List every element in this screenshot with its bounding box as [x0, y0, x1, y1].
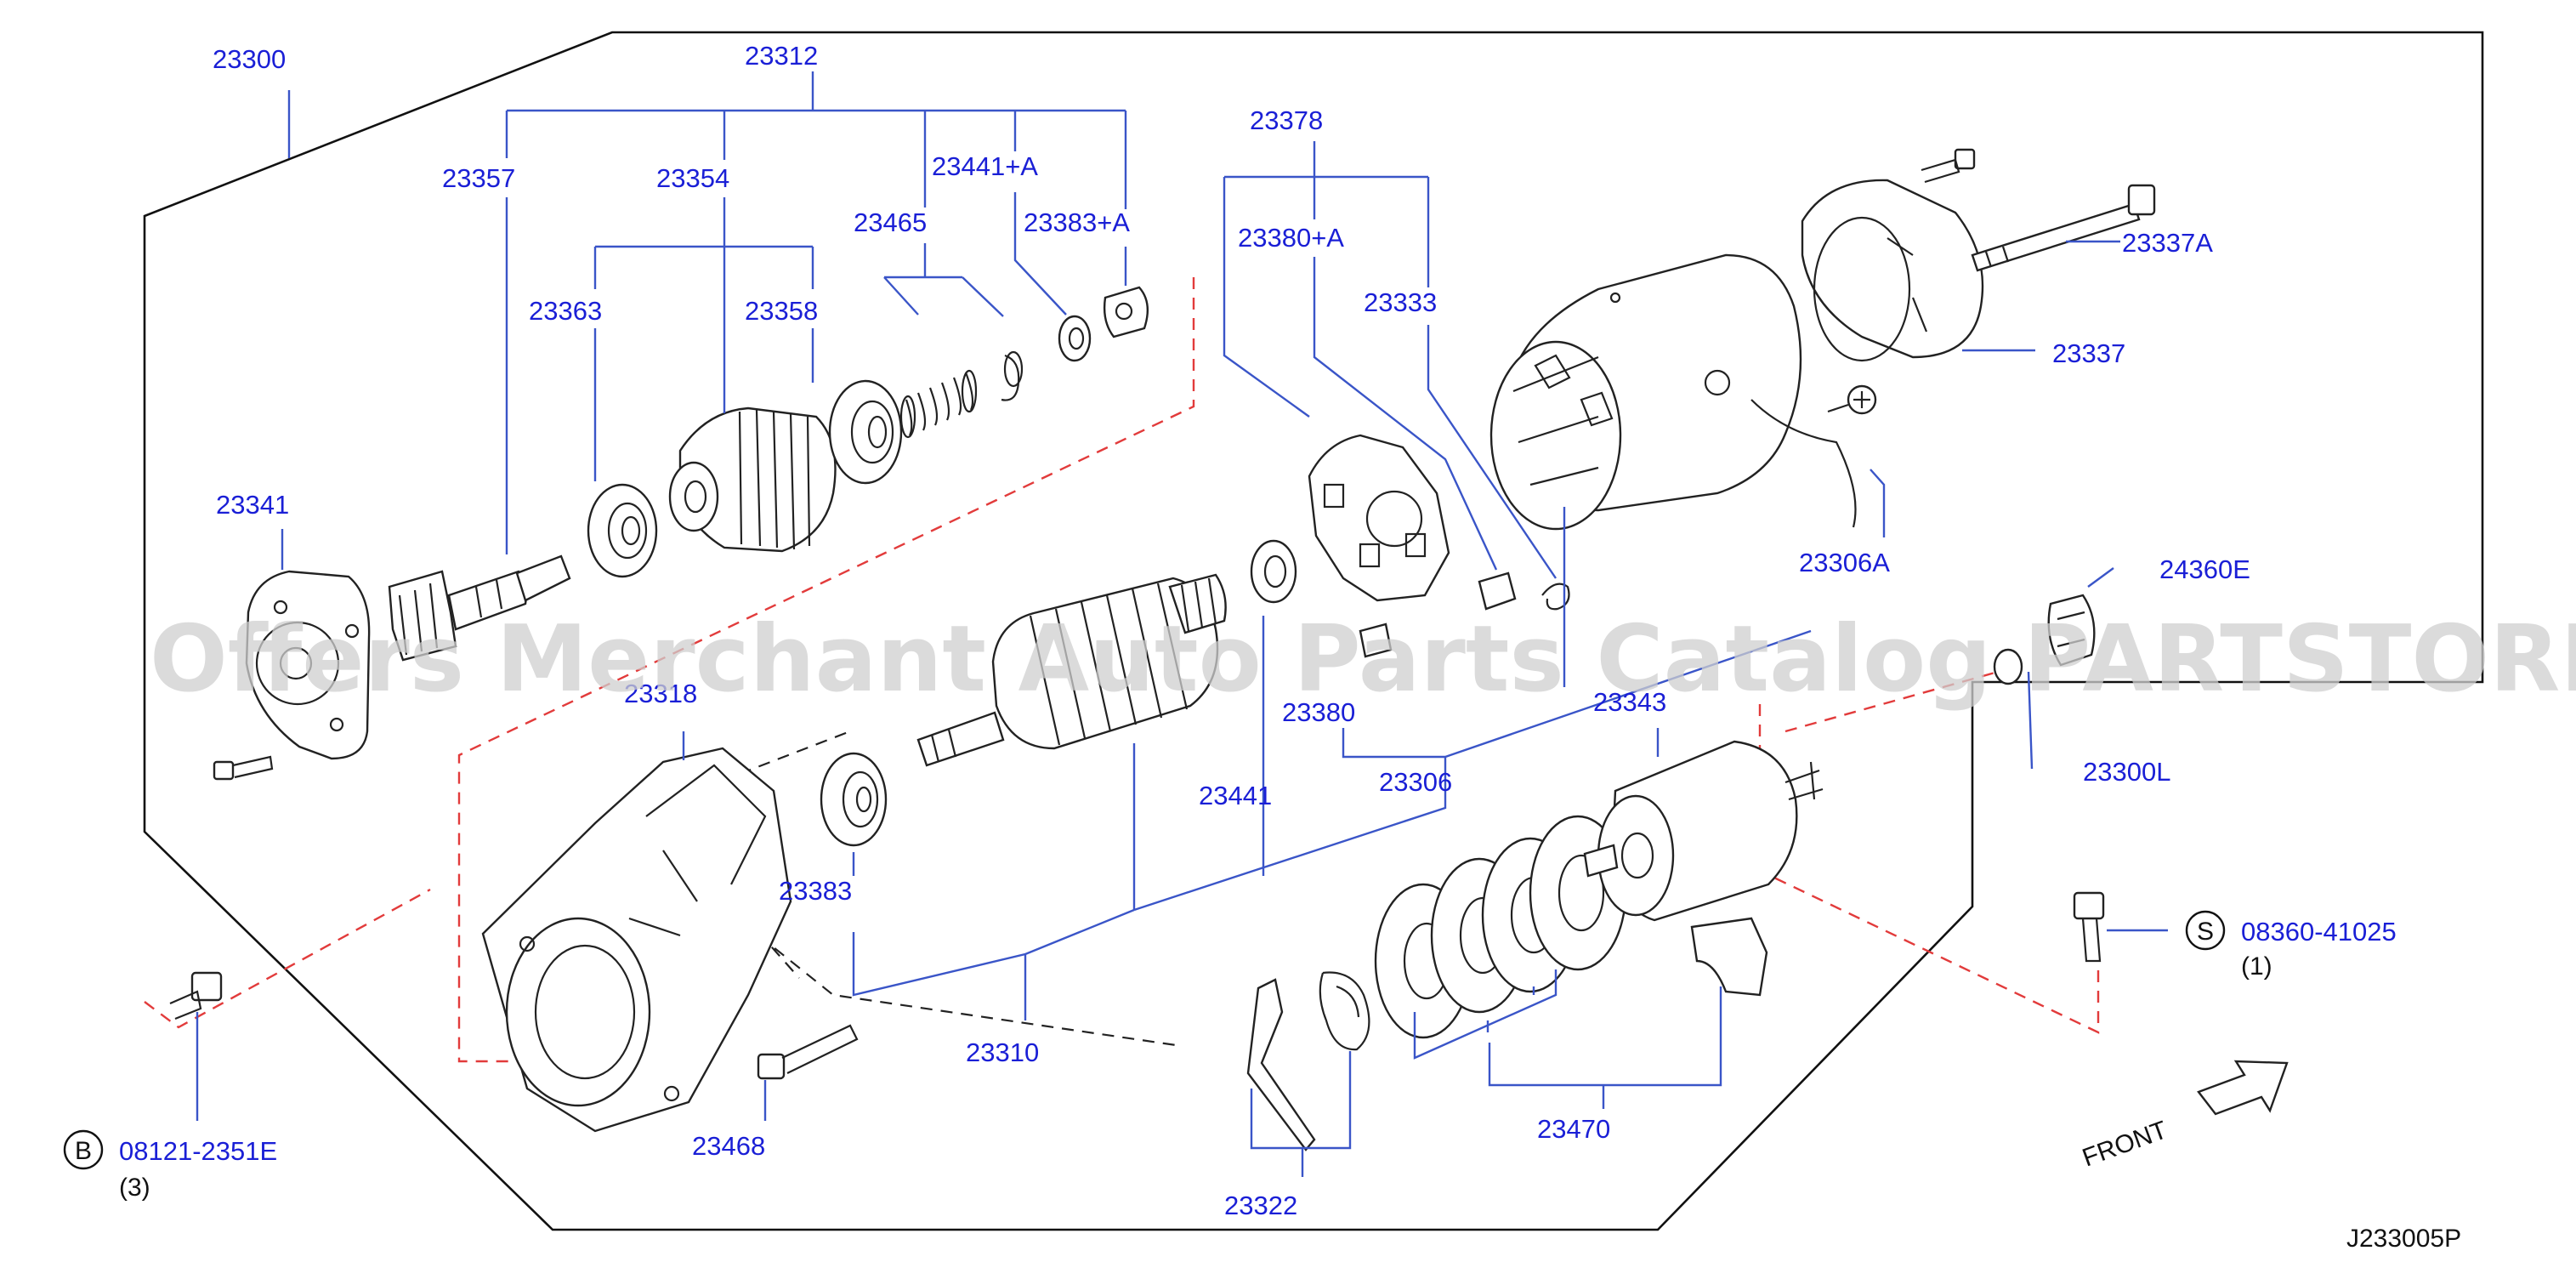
- leader-lines: [196, 71, 2168, 1177]
- front-arrow-icon: [2197, 1060, 2289, 1116]
- fastener-b-callout: B 08121-2351E (3): [63, 1129, 277, 1202]
- fastener-s-prefix: S: [2197, 918, 2214, 946]
- brush-23333: [1478, 571, 1570, 611]
- ring-23441a: [1058, 315, 1092, 362]
- bolt-23468: [757, 1024, 859, 1080]
- assembly-frame: [143, 31, 2484, 1231]
- label-23378: 23378: [1250, 105, 1323, 135]
- label-23310: 23310: [966, 1037, 1039, 1067]
- label-23383: 23383: [779, 876, 852, 906]
- rear-boundary: [1784, 670, 1999, 733]
- label-23322: 23322: [1224, 1191, 1297, 1220]
- label-23465: 23465: [854, 207, 927, 237]
- screw-08360-41025: [2073, 891, 2105, 963]
- fastener-s-callout: S 08360-41025 (1): [2185, 910, 2397, 981]
- front-label: FRONT: [2079, 1116, 2170, 1172]
- clutch-gear-23354: [668, 406, 837, 553]
- label-23300l: 23300L: [2083, 757, 2170, 787]
- watermark: Offers Merchant Auto Parts Catalog PARTS…: [150, 606, 2576, 713]
- washer-23300L: [1993, 648, 2023, 685]
- fastener-s-code: 08360-41025: [2241, 917, 2397, 946]
- label-23383a: 23383+A: [1024, 207, 1130, 237]
- fastener-b-prefix: B: [75, 1137, 92, 1165]
- cap-24360E: [2047, 594, 2096, 667]
- label-24360e: 24360E: [2159, 554, 2250, 584]
- label-23441a: 23441+A: [932, 151, 1038, 181]
- label-23306: 23306: [1379, 767, 1452, 797]
- fastener-s-qty: (1): [2241, 952, 2272, 981]
- label-23318: 23318: [624, 679, 697, 708]
- label-23333: 23333: [1364, 287, 1437, 317]
- bolt-small-left: [213, 755, 274, 781]
- label-23341: 23341: [216, 490, 289, 520]
- lever-23322: [1246, 971, 1370, 1151]
- shim-block: [1690, 917, 1768, 997]
- rear-cover-23337: [1801, 179, 1984, 362]
- brush-holder-23378: [1308, 434, 1450, 602]
- label-23380: 23380: [1282, 697, 1355, 727]
- label-23468: 23468: [692, 1131, 765, 1161]
- diagram-code: J233005P: [2346, 1225, 2461, 1253]
- through-bolt-23337A: [1971, 184, 2156, 272]
- bearing-23363: [587, 483, 658, 578]
- screw-23306a: [1827, 384, 1877, 415]
- collar-23383a: [1103, 286, 1149, 338]
- label-23337a: 23337A: [2122, 228, 2213, 258]
- bearing-23441: [1250, 539, 1297, 604]
- yoke-23306: [1489, 253, 1857, 531]
- front-housing-23318: [481, 747, 792, 1133]
- screw-top: [1921, 148, 1976, 184]
- housing-bolt-boundary: [144, 888, 431, 1029]
- label-23357: 23357: [442, 163, 515, 193]
- bearing-23383: [820, 752, 888, 847]
- solenoid-23343: [1583, 740, 1824, 922]
- armature-23310: [916, 573, 1227, 767]
- label-23312: 23312: [745, 41, 818, 71]
- spring-23465: [899, 350, 1024, 439]
- fastener-b-qty: (3): [119, 1174, 150, 1202]
- label-23337: 23337: [2052, 338, 2125, 368]
- label-23363: 23363: [529, 296, 602, 326]
- label-23441: 23441: [1199, 781, 1272, 810]
- label-23354: 23354: [656, 163, 729, 193]
- label-23358: 23358: [745, 296, 818, 326]
- label-23470: 23470: [1537, 1114, 1610, 1144]
- pinion-shaft-23357: [388, 554, 571, 662]
- label-23300: 23300: [213, 44, 286, 74]
- solenoid-boundary: [1758, 704, 2100, 1034]
- armature-boundary: [457, 277, 1195, 1063]
- label-23306a: 23306A: [1799, 548, 1890, 577]
- bracket-23341: [245, 570, 371, 760]
- label-23343: 23343: [1593, 687, 1666, 717]
- bearing-23358: [828, 379, 903, 485]
- discs-23470: [1374, 815, 1627, 1039]
- bolt-08121-2351E: [169, 971, 223, 1020]
- fastener-b-code: 08121-2351E: [119, 1136, 277, 1166]
- label-23380a: 23380+A: [1238, 223, 1344, 253]
- brush-23380: [1359, 622, 1393, 658]
